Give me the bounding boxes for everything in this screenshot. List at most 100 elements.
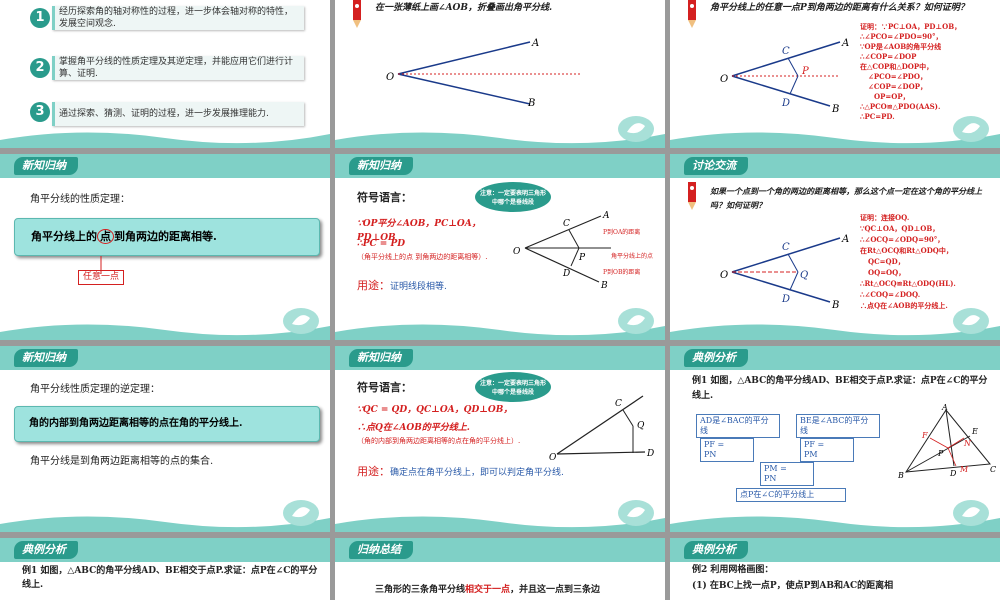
proof-line: ∴∠COP=∠DOP [860, 52, 917, 61]
wave-decoration [0, 516, 330, 532]
problem-text: 例1 如图，△ABC的角平分线AD、BE相交于点P.求证：点P在∠C的平分线上. [692, 376, 988, 401]
slide-6-discussion[interactable]: 讨论交流 如果一个点到一个角的两边的距离相等，那么这个点一定在这个角的平分线上吗… [670, 154, 1000, 340]
symbol-diagram: O A B C D P P到OA的距离 角平分线上的点 P到OB的距离 [513, 211, 653, 291]
label-A: A [841, 38, 849, 49]
example-title: 例2 利用网格画图： [692, 565, 774, 575]
proof-block: 证明：连接OQ. ∵QC⊥OA，QD⊥OB， ∴∠OCQ=∠ODQ=90°， 在… [860, 212, 998, 311]
statement-line-2: ∴点Q在∠AOB的平分线上. [357, 423, 470, 433]
leaf-logo-icon [283, 308, 319, 334]
heading-text: 角平分线的性质定理： [30, 194, 130, 205]
pencil-icon [688, 0, 696, 28]
goal-item-3: 通过探索、猜测、证明的过程，进一步发展推理能力. [52, 102, 304, 126]
flow-box-conclusion: 点P在∠C的平分线上 [736, 488, 846, 502]
leaf-logo-icon [618, 500, 654, 526]
flow-box-pf-2: PF =PM [800, 438, 854, 462]
slide-tag: 讨论交流 [684, 157, 748, 175]
slide-header-bar: 典例分析 [670, 346, 1000, 370]
theorem-text-part1: 角平分线上的 [31, 230, 97, 243]
slide-9-example-1[interactable]: 典例分析 例1 如图，△ABC的角平分线AD、BE相交于点P.求证：点P在∠C的… [670, 346, 1000, 532]
slide-tag: 归纳总结 [349, 541, 413, 559]
summary-highlight: 相交于一点 [465, 585, 511, 595]
flow-text: PM = [764, 464, 787, 473]
slide-tag: 典例分析 [684, 349, 748, 367]
proof-line: ∴∠PCO=∠PDO=90°， [860, 32, 943, 41]
annotation-3: P到OB的距离 [603, 268, 640, 276]
statement-line-1: ∵QC = QD，QC⊥OA，QD⊥OB， [357, 405, 513, 415]
slide-11-summary[interactable]: 归纳总结 三角形的三条角平分线相交于一点，并且这一点到三条边 [335, 538, 665, 600]
label-C: C [615, 399, 622, 409]
label-B: B [898, 471, 904, 480]
theorem-box: 角的内部到角两边距离相等的点在角的平分线上. [14, 406, 320, 442]
annotation-2: 角平分线上的点 [611, 252, 653, 260]
usage-label: 用途： [357, 465, 390, 478]
statement-line-3: （角平分线上的点 到角两边的距离相等）. [357, 253, 488, 261]
label-P: P [578, 253, 586, 263]
label-O: O [513, 247, 521, 257]
proof-line: ∠PCO=∠PDO， [868, 72, 927, 81]
proof-line: OP=OP， [874, 92, 910, 101]
label-C: C [990, 465, 996, 474]
usage-text: 确定点在角平分线上，即可以判定角平分线. [390, 468, 564, 478]
slide-10-example-1-solution[interactable]: 典例分析 例1 如图，△ABC的角平分线AD、BE相交于点P.求证：点P在∠C的… [0, 538, 330, 600]
label-B: B [527, 98, 535, 109]
flow-text: PF = [704, 440, 725, 449]
wave-decoration [0, 324, 330, 340]
label-M: M [959, 465, 969, 474]
label-C: C [782, 242, 790, 253]
proof-line: ∴点Q在∠AOB的平分线上. [860, 301, 948, 310]
label-D: D [562, 269, 570, 279]
slide-12-example-2[interactable]: 典例分析 例2 利用网格画图： (1) 在BC上找一点P，使点P到AB和AC的距… [670, 538, 1000, 600]
label-O: O [720, 74, 728, 85]
slide-5-symbolic-language[interactable]: 新知归纳 符号语言： 注意：一定要表明三角形中哪个是垂线段 ∵OP平分∠AOB，… [335, 154, 665, 340]
label-N: N [963, 439, 972, 448]
slide-tag: 典例分析 [684, 541, 748, 559]
wave-decoration [0, 132, 330, 148]
statement-line-2: ∴PC = PD [357, 239, 406, 249]
proof-line: ∠COP=∠DOP， [868, 82, 927, 91]
wave-decoration [670, 132, 1000, 148]
flow-text: PM [804, 450, 818, 459]
slide-3-distance-question[interactable]: 角平分线上的任意一点P到角两边的距离有什么关系？如何证明？ O A B C D … [670, 0, 1000, 148]
statement-line-1: ∵OP平分∠AOB，PC⊥OA，PD⊥OB [357, 219, 481, 243]
label-O: O [549, 453, 557, 462]
slide-2-fold-angle[interactable]: 在一张薄纸上画∠AOB，折叠画出角平分线. O A B [335, 0, 665, 148]
usage-line: 用途：证明线段相等. [357, 278, 447, 295]
theorem-text-part2: 到角两边的距离相等. [114, 230, 217, 243]
wave-decoration [670, 324, 1000, 340]
slide-header-bar: 讨论交流 [670, 154, 1000, 178]
pencil-icon [688, 182, 696, 210]
goal-item-2: 掌握角平分线的性质定理及其逆定理，并能应用它们进行计算、证明. [52, 56, 304, 80]
note-bubble: 注意：一定要表明三角形中哪个是垂线段 [475, 372, 551, 402]
label-Q: Q [637, 421, 645, 431]
flow-box-pf-1: PF =PN [700, 438, 754, 462]
label-A: A [531, 38, 539, 49]
proof-line: ∴∠OCQ=∠ODQ=90°， [860, 235, 945, 244]
slide-7-converse-theorem[interactable]: 新知归纳 角平分线性质定理的逆定理： 角的内部到角两边距离相等的点在角的平分线上… [0, 346, 330, 532]
proof-line: ∴PC=PD. [860, 112, 895, 121]
flow-box-be: BE是∠ABC的平分线 [796, 414, 880, 438]
slide-1-learning-goals[interactable]: 1 经历探索角的轴对称性的过程，进一步体会轴对称的特性，发展空间观念. 2 掌握… [0, 0, 330, 148]
wave-decoration [335, 324, 665, 340]
leaf-logo-icon [953, 308, 989, 334]
annotation-1: P到OA的距离 [603, 228, 640, 236]
proof-line: ∴△PCO≌△PDO(AAS). [860, 102, 941, 111]
angle-diagram: O A B [386, 38, 580, 109]
theorem-text-highlight: 点 [97, 229, 114, 244]
proof-line: ∴∠COQ=∠DOQ. [860, 290, 921, 299]
proof-line: 在Rt△OCQ和Rt△ODQ中， [860, 246, 953, 255]
slide-4-property-theorem[interactable]: 新知归纳 角平分线的性质定理： 角平分线上的点到角两边的距离相等. 任意一点 [0, 154, 330, 340]
slide-header-bar: 新知归纳 [0, 154, 330, 178]
arrow-icon [100, 256, 102, 274]
problem-text: 例1 如图，△ABC的角平分线AD、BE相交于点P.求证：点P在∠C的平分线上. [22, 566, 318, 590]
slide-8-converse-symbolic[interactable]: 新知归纳 符号语言： 注意：一定要表明三角形中哪个是垂线段 ∵QC = QD，Q… [335, 346, 665, 532]
slide-header-bar: 典例分析 [670, 538, 1000, 562]
note-bubble: 注意：一定要表明三角形中哪个是垂线段 [475, 182, 551, 212]
pencil-icon [353, 0, 361, 28]
instruction-text: 在一张薄纸上画∠AOB，折叠画出角平分线. [375, 3, 553, 13]
statement-line-3: （角的内部到角两边距离相等的点在角的平分线上）. [357, 437, 521, 445]
slide-tag: 新知归纳 [349, 157, 413, 175]
leaf-logo-icon [953, 116, 989, 142]
label-O: O [386, 72, 394, 83]
wave-decoration [335, 132, 665, 148]
proof-line: ∵OP是∠AOB的角平分线 [860, 42, 942, 51]
